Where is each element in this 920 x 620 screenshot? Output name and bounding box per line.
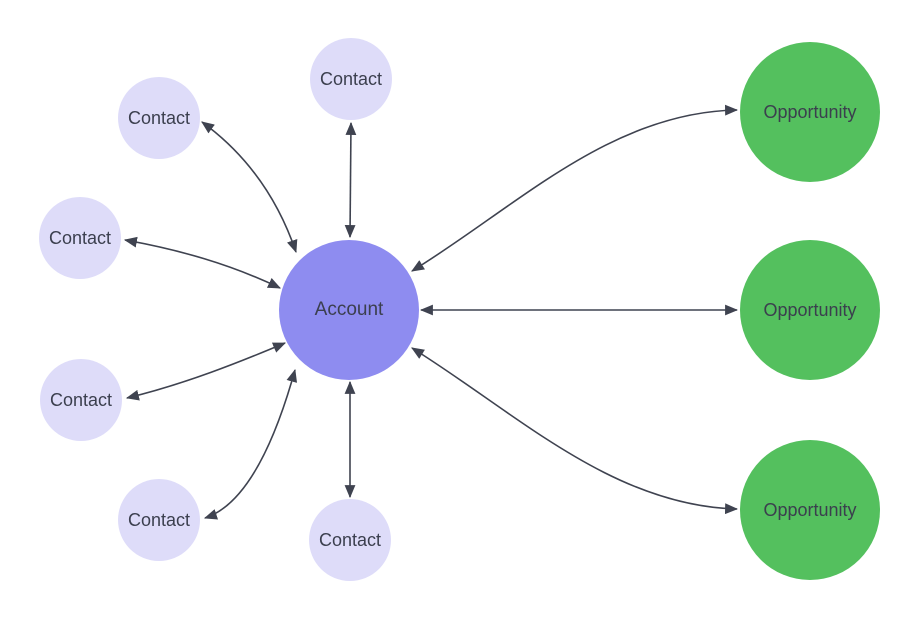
contact-node-lower-left[interactable]: Contact [40,359,122,441]
opportunity-node-label: Opportunity [763,299,857,320]
contact-node-top[interactable]: Contact [310,38,392,120]
edge-contact-left-account[interactable] [123,236,281,289]
edge-contact-lower-left-account[interactable] [125,342,286,401]
opportunity-node-label: Opportunity [763,499,857,520]
opportunity-node-middle[interactable]: Opportunity [740,240,880,380]
contact-node-left[interactable]: Contact [39,197,121,279]
contact-node-bottom[interactable]: Contact [309,499,391,581]
contact-node-label: Contact [49,389,113,410]
contact-node-bottom-left[interactable]: Contact [118,479,200,561]
edge-contact-top-account[interactable] [344,121,357,239]
edge-contact-upper-left-account[interactable] [201,121,298,254]
opportunity-node-top[interactable]: Opportunity [740,42,880,182]
contact-node-upper-left[interactable]: Contact [118,77,200,159]
opportunity-node-bottom[interactable]: Opportunity [740,440,880,580]
account-node-label: Account [314,299,384,320]
edge-contact-bottom-left-account[interactable] [203,368,298,520]
edge-account-opportunity-bottom[interactable] [411,347,739,515]
contact-node-label: Contact [127,509,191,530]
account-node[interactable]: Account [279,240,419,380]
contact-node-label: Contact [48,227,112,248]
edge-account-opportunity-top[interactable] [411,104,739,272]
contact-node-label: Contact [127,107,191,128]
contact-node-label: Contact [318,529,382,550]
contact-node-label: Contact [319,68,383,89]
opportunity-node-label: Opportunity [763,101,857,122]
